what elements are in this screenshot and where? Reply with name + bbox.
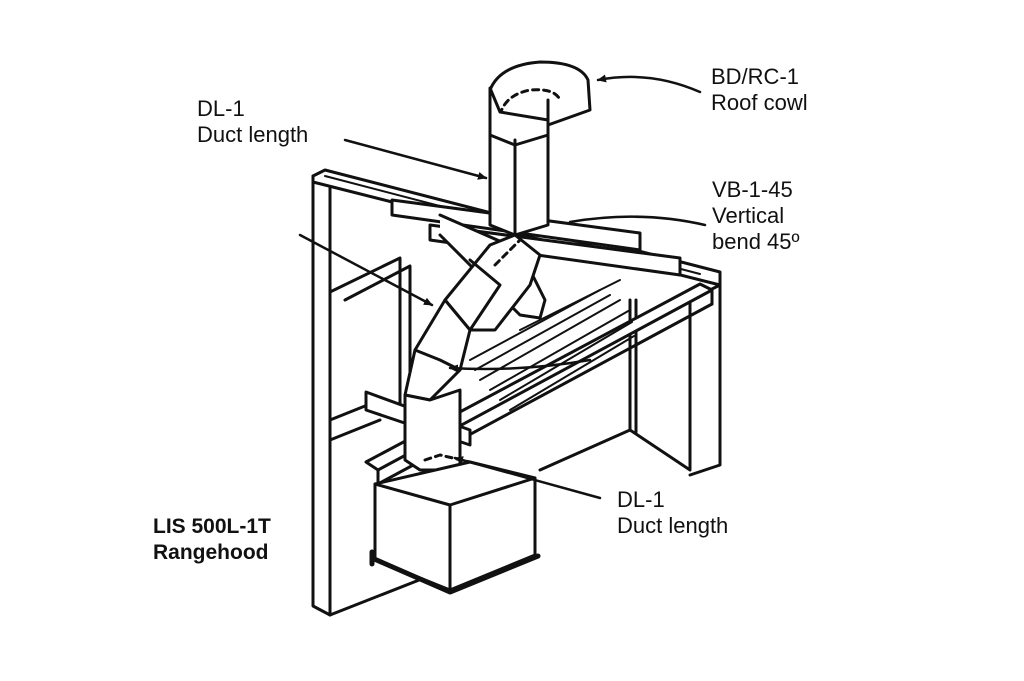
arrow-ceiling — [448, 358, 592, 373]
vertical-bend — [443, 233, 542, 332]
arrow-duct-top — [343, 138, 488, 180]
label-duct-length-bottom: DL-1 Duct length — [617, 487, 728, 539]
label-rangehood-name: Rangehood — [153, 541, 269, 564]
label-rangehood-code: LIS 500L-1T — [153, 515, 271, 538]
label-duct-length-top: DL-1 Duct length — [197, 96, 308, 148]
label-rangehood: LIS 500L-1T Rangehood — [153, 514, 271, 566]
leader-arrows — [298, 74, 707, 500]
arrow-roof-cowl — [596, 74, 702, 94]
label-bend-line1: Vertical — [712, 203, 785, 228]
label-duct-top-name: Duct length — [197, 122, 309, 147]
arrow-bend — [568, 215, 707, 227]
label-bend-line2: bend 45º — [712, 229, 800, 254]
label-roof-cowl-code: BD/RC-1 — [711, 64, 800, 89]
label-vertical-bend: VB-1-45 Vertical bend 45º — [712, 177, 800, 255]
label-bend-code: VB-1-45 — [712, 177, 793, 202]
arrow-duct-bottom — [453, 456, 602, 500]
label-duct-bottom-code: DL-1 — [617, 487, 665, 512]
label-duct-top-code: DL-1 — [197, 96, 245, 121]
label-roof-cowl: BD/RC-1 Roof cowl — [711, 64, 808, 116]
label-roof-cowl-name: Roof cowl — [711, 90, 808, 115]
label-duct-bottom-name: Duct length — [617, 513, 729, 538]
arrow-bend-lower — [298, 233, 434, 307]
duct-upper — [488, 86, 550, 237]
rangehood-box — [369, 460, 541, 595]
roof-cowl — [488, 60, 592, 127]
ceiling-hatching — [469, 279, 635, 411]
duct-lower — [403, 388, 472, 472]
